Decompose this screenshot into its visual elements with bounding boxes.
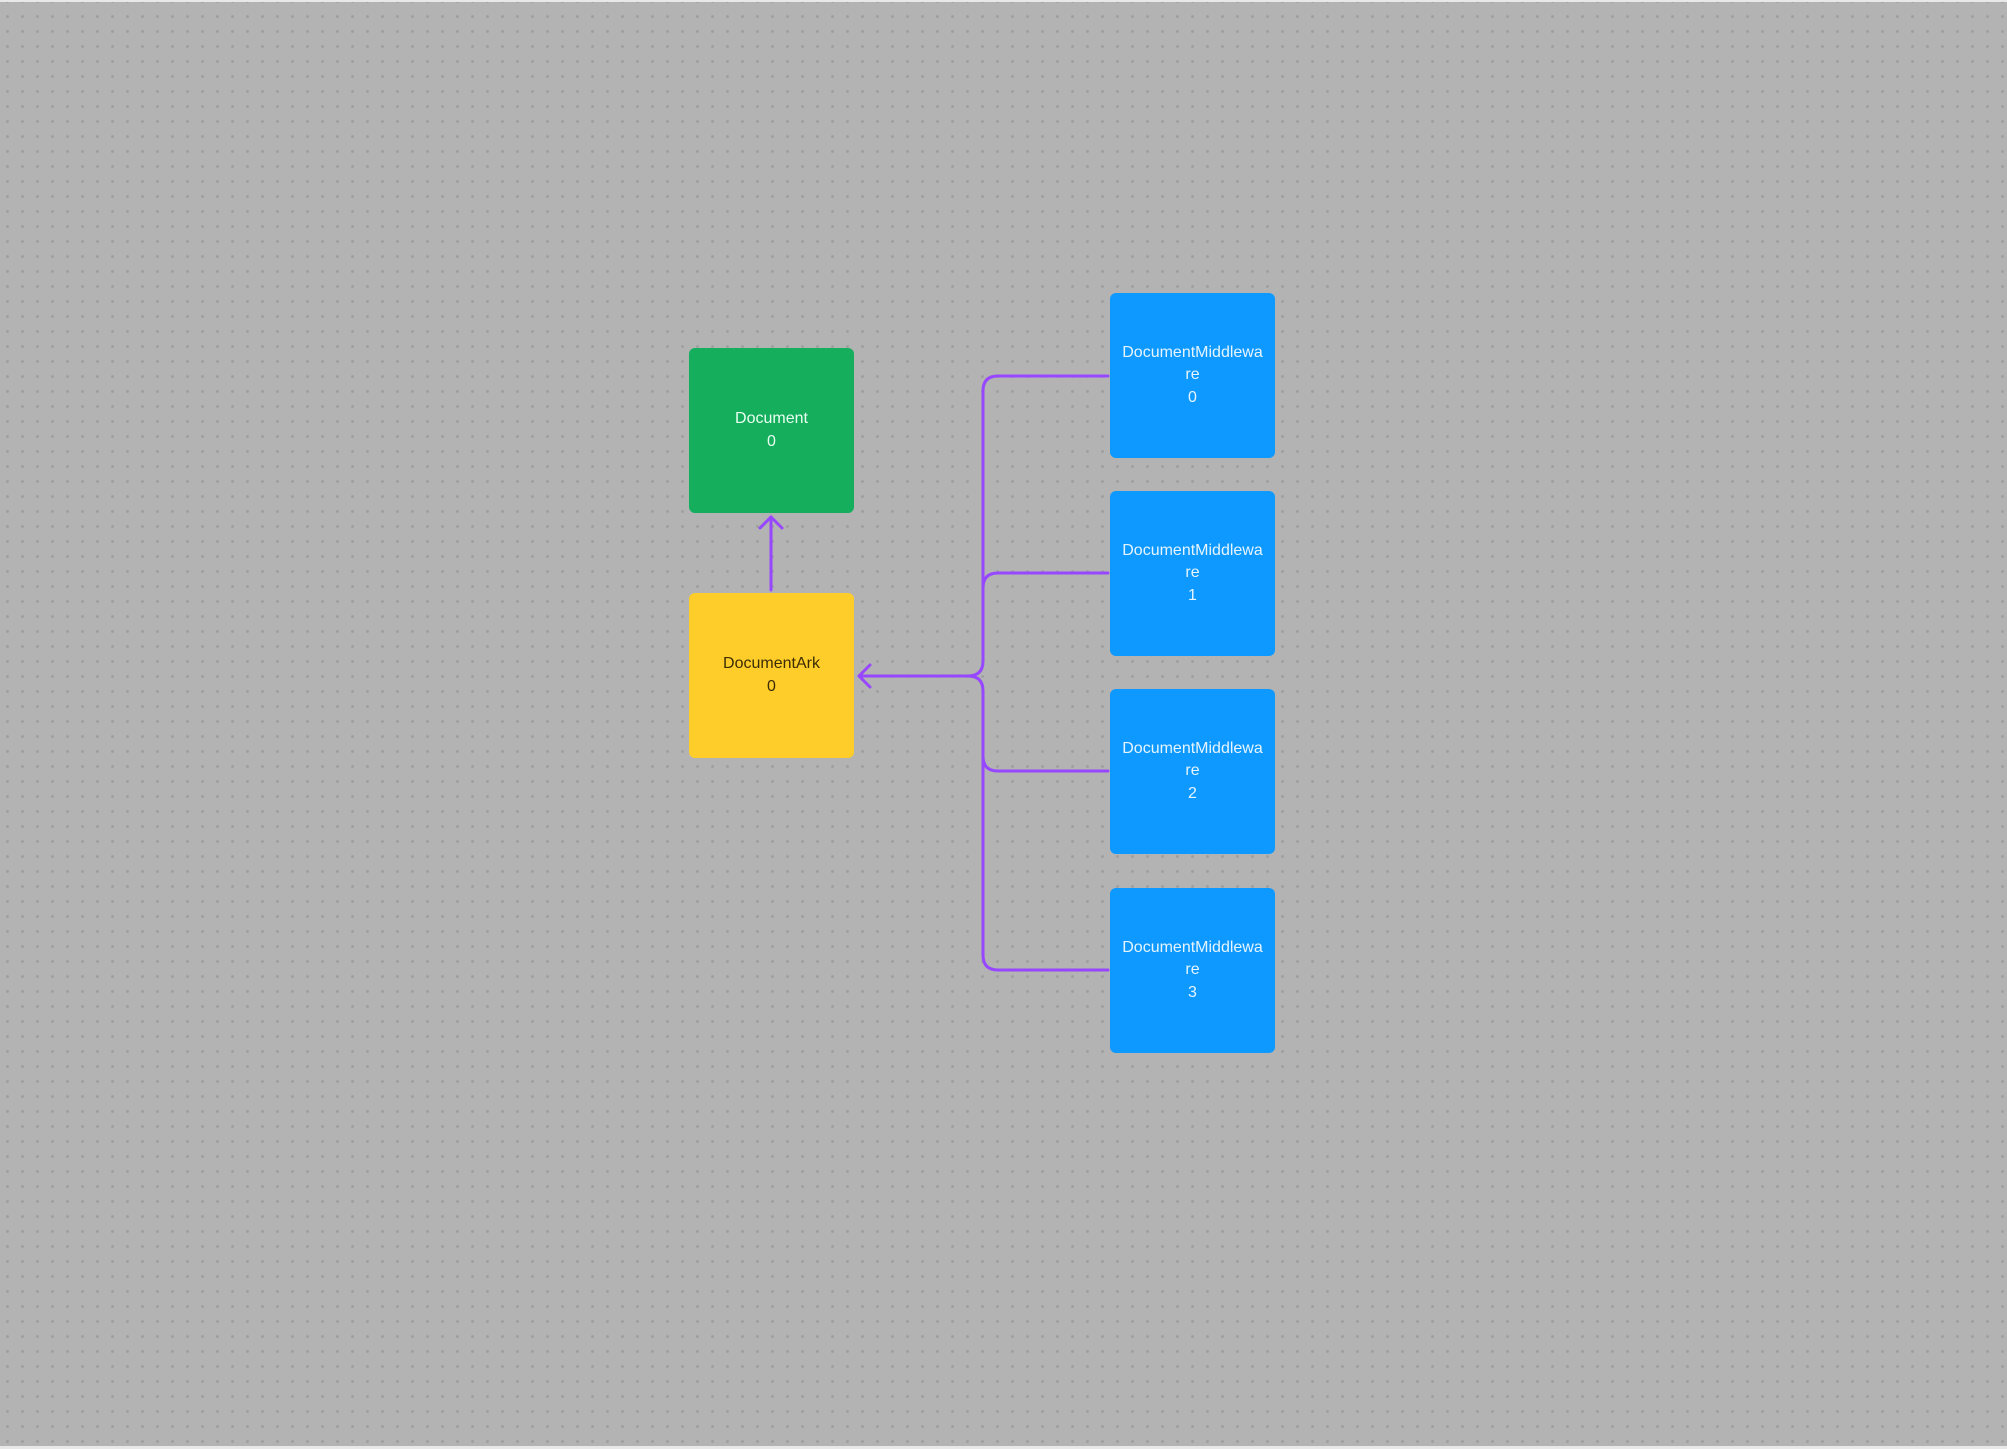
node-index: 1 [1188,586,1197,604]
node-label: DocumentMiddleware 0 [1122,342,1263,410]
node-index: 0 [767,432,776,450]
node-label: DocumentArk 0 [723,653,820,698]
edge-ark-to-document[interactable] [758,515,784,592]
node-label: DocumentMiddleware 2 [1122,738,1263,806]
node-label: DocumentMiddleware 3 [1122,937,1263,1005]
node-document-middleware-0[interactable]: DocumentMiddleware 0 [1110,293,1275,458]
node-title: Document [735,410,808,427]
node-document-ark-0[interactable]: DocumentArk 0 [689,593,854,758]
node-label: Document 0 [735,408,808,453]
node-document-middleware-3[interactable]: DocumentMiddleware 3 [1110,888,1275,1053]
node-index: 0 [767,677,776,695]
node-title: DocumentMiddleware [1122,541,1263,582]
node-index: 2 [1188,784,1197,802]
canvas-top-edge [0,0,2007,2]
node-title: DocumentMiddleware [1122,739,1263,780]
node-document-0[interactable]: Document 0 [689,348,854,513]
node-label: DocumentMiddleware 1 [1122,540,1263,608]
node-index: 0 [1188,388,1197,406]
node-title: DocumentMiddleware [1122,938,1263,979]
edge-middleware-to-ark[interactable] [857,374,1110,972]
node-document-middleware-2[interactable]: DocumentMiddleware 2 [1110,689,1275,854]
node-title: DocumentMiddleware [1122,343,1263,384]
node-title: DocumentArk [723,655,820,672]
node-document-middleware-1[interactable]: DocumentMiddleware 1 [1110,491,1275,656]
node-index: 3 [1188,983,1197,1001]
canvas-bottom-edge [0,1446,2007,1449]
